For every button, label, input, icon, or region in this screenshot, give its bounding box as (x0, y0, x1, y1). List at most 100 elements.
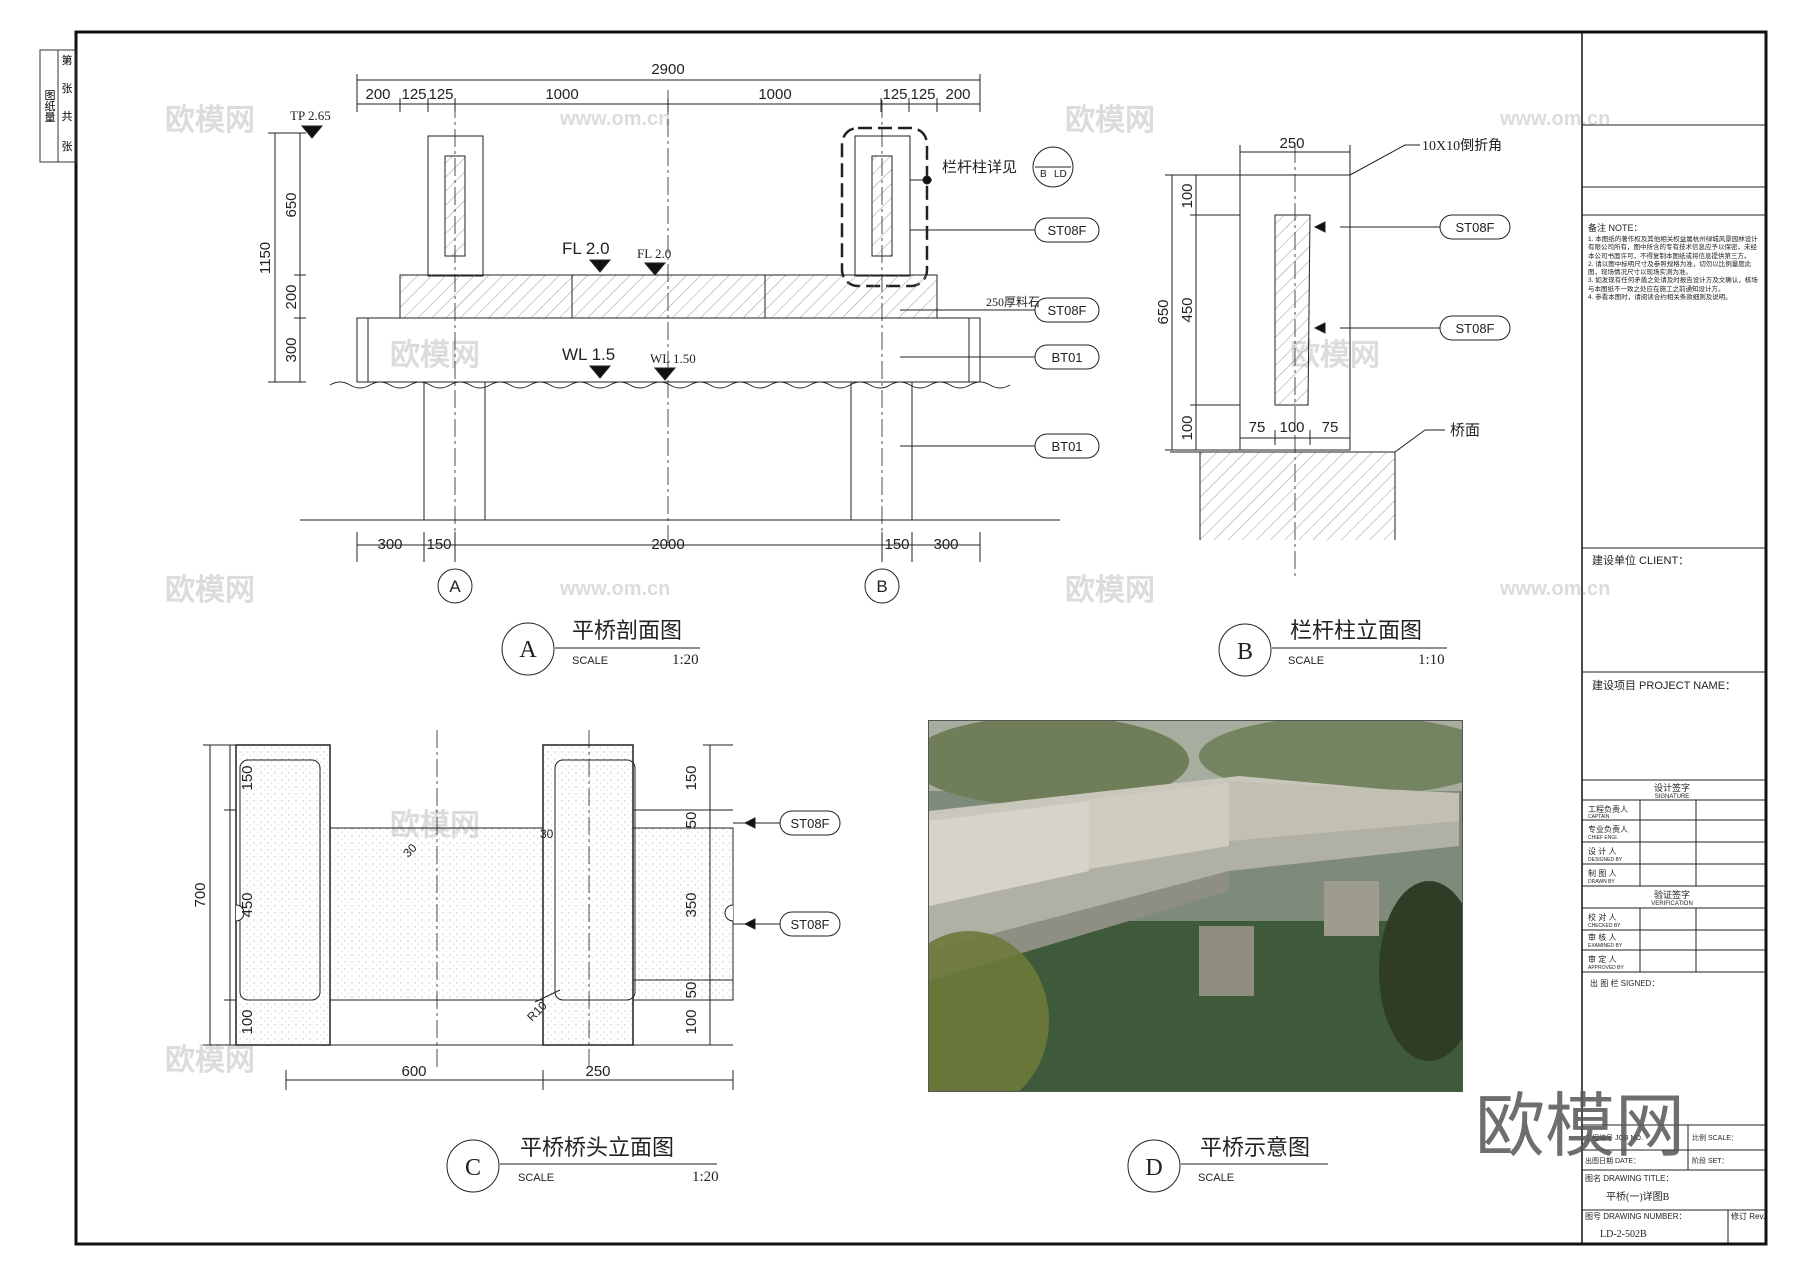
side-label-b0: 第 (62, 53, 73, 67)
view-c-title: 平桥桥头立面图 (520, 1135, 674, 1160)
tp-label: TP 2.65 (290, 108, 331, 123)
sig-row-3-cn: 设 计 人 (1588, 846, 1616, 856)
dim-b-75-r: 75 (1322, 419, 1339, 436)
client-label: 建设单位 CLIENT： (1592, 553, 1689, 567)
detail-ref-top: B (1040, 169, 1047, 180)
view-b-scale: 1:10 (1418, 652, 1445, 668)
verify-row-2-en: EXAMINED BY (1588, 943, 1623, 949)
dim-b-250: 250 (1279, 135, 1304, 152)
verify-row-3-cn: 审 定 人 (1588, 954, 1616, 964)
dim-b-100-top: 100 (1179, 183, 1196, 208)
view-d-title: 平桥示意图 (1200, 1135, 1310, 1160)
note-title: 备注 NOTE： (1588, 222, 1643, 233)
watermark-6: 欧模网 (1065, 574, 1155, 607)
sig-row-2-cn: 专业负责人 (1588, 824, 1628, 834)
dim-a-650: 650 (283, 192, 300, 217)
dim-a-1000-a: 1000 (545, 86, 578, 103)
dim-a-200-l: 200 (365, 86, 390, 103)
detail-callout-text: 栏杆柱详见 (942, 159, 1017, 176)
side-label-a: 图纸量 (43, 89, 56, 122)
note-2: 2. 请以图中标明尺寸及参照规格为准，切勿以比例量度此图，现场情况尺寸以现场实测… (1588, 260, 1752, 277)
dim-a-b150-r: 150 (884, 536, 909, 553)
dim-c-r150: 150 (683, 765, 700, 790)
drawing-number-label: 图号 DRAWING NUMBER： (1585, 1212, 1686, 1221)
detail-ref-right: LD (1054, 169, 1067, 180)
sig-row-2-en: CHIEF ENGI. (1588, 835, 1618, 841)
title-block-texts: 备注 NOTE： 建设单位 CLIENT： 建设项目 PROJECT NAME：… (1475, 222, 1765, 1240)
dim-b-100-bot: 100 (1179, 415, 1196, 440)
side-label-b2: 共 (62, 110, 73, 123)
signature-head-en: SIGNATURE (1655, 794, 1690, 800)
view-b-scale-label: SCALE (1288, 655, 1324, 667)
dim-b-450: 450 (1179, 297, 1196, 322)
callout-a-bt01-2: BT01 (1051, 439, 1082, 454)
dim-c-600: 600 (401, 1063, 426, 1080)
dim-b-100: 100 (1279, 419, 1304, 436)
dim-a-125-d: 125 (910, 86, 935, 103)
view-a-scale: 1:20 (672, 652, 699, 668)
dim-c-r50-b: 50 (683, 982, 700, 999)
verify-head-en: VERIFICATION (1651, 901, 1693, 907)
large-watermark: 欧模网 (1475, 1087, 1685, 1165)
drawing-title-label: 图名 DRAWING TITLE： (1585, 1173, 1673, 1183)
view-b-letter: B (1237, 639, 1253, 665)
sig-row-4-cn: 制 图 人 (1588, 868, 1616, 878)
chamfer-note: 10X10倒折角 (1422, 138, 1502, 154)
dim-b-650: 650 (1155, 299, 1172, 324)
dim-c-r100: 100 (683, 1009, 700, 1034)
axis-a: A (449, 577, 461, 596)
dim-b-75-l: 75 (1249, 419, 1266, 436)
sig-row-1-en: CAPTAIN (1588, 814, 1610, 820)
watermark-url-2: www.om.cn (1499, 108, 1610, 130)
note-3: 3. 如发现有任何矛盾之处请及时报告设计方及文确认，核场与本图纸不一致之处应在施… (1588, 277, 1758, 293)
note-250: 250厚料石 (986, 295, 1040, 309)
drawing-number: LD-2-502B (1600, 1229, 1647, 1240)
callout-b-st08f-1: ST08F (1455, 220, 1494, 235)
view-d-title-block (1127, 1139, 1328, 1193)
side-label: 图纸量 第 张 共 张 (39, 49, 77, 163)
callout-a-st08f-1: ST08F (1047, 223, 1086, 238)
side-label-b1: 张 (62, 82, 73, 95)
view-c-texts: 700 150 450 100 150 50 350 50 100 600 25… (192, 765, 830, 1185)
view-b-texts: 250 10X10倒折角 650 100 450 100 75 100 75 S… (1155, 135, 1502, 668)
dim-c-250: 250 (585, 1063, 610, 1080)
view-d-texts: D 平桥示意图 SCALE (1145, 1135, 1310, 1184)
dim-a-200: 200 (283, 284, 300, 309)
callout-a-bt01-1: BT01 (1051, 350, 1082, 365)
dim-a-b2000: 2000 (651, 536, 684, 553)
verify-row-2-cn: 审 核 人 (1588, 932, 1616, 942)
set-label: 阶段 SET： (1692, 1156, 1729, 1165)
view-a-texts: 2900 200 125 125 1000 1000 125 125 200 1… (257, 61, 1087, 668)
view-a-title: 平桥剖面图 (572, 618, 682, 643)
verify-row-1-cn: 校 对 人 (1588, 912, 1616, 922)
verify-head-cn: 验证签字 (1654, 889, 1690, 900)
wl-label-1: WL 1.5 (562, 345, 615, 364)
verify-row-1-en: CHECKED BY (1588, 923, 1621, 929)
note-1: 1. 本图纸的著作权及其他相关权益属杭州绿城风景园林设计有限公司所有，图中所含的… (1588, 236, 1758, 260)
watermark-1: 欧模网 (165, 104, 255, 137)
note-4: 4. 参看本图时，请阅读合约相关条款细则及说明。 (1588, 294, 1732, 302)
view-c-letter: C (465, 1155, 481, 1181)
watermark-url-1: www.om.cn (559, 108, 670, 130)
view-a-letter: A (519, 637, 537, 663)
watermark-2: 欧模网 (1065, 104, 1155, 137)
fl-label-2: FL 2.0 (637, 246, 671, 261)
dim-a-300: 300 (283, 337, 300, 362)
dim-c-700: 700 (192, 882, 209, 907)
sig-row-3-en: DESIGNED BY (1588, 857, 1623, 863)
view-b-elevation (1165, 144, 1511, 677)
dim-c-r50-a: 50 (683, 812, 700, 829)
dim-a-b150-l: 150 (426, 536, 451, 553)
view-a-section (268, 74, 1100, 676)
wl-label-2: WL 1.50 (650, 351, 696, 366)
rev-label: 修订 Rev. (1731, 1211, 1765, 1221)
verify-row-3-en: APPROVED BY (1588, 965, 1625, 971)
watermark-5: 欧模网 (165, 574, 255, 607)
dim-a-125-a: 125 (401, 86, 426, 103)
callout-c-st08f-2: ST08F (790, 917, 829, 932)
notes-list: 1. 本图纸的著作权及其他相关权益属杭州绿城风景园林设计有限公司所有，图中所含的… (1588, 236, 1760, 302)
axis-b: B (876, 577, 887, 596)
drawing-title: 平桥(一)详图B (1606, 1190, 1670, 1203)
project-label: 建设项目 PROJECT NAME： (1592, 678, 1736, 692)
